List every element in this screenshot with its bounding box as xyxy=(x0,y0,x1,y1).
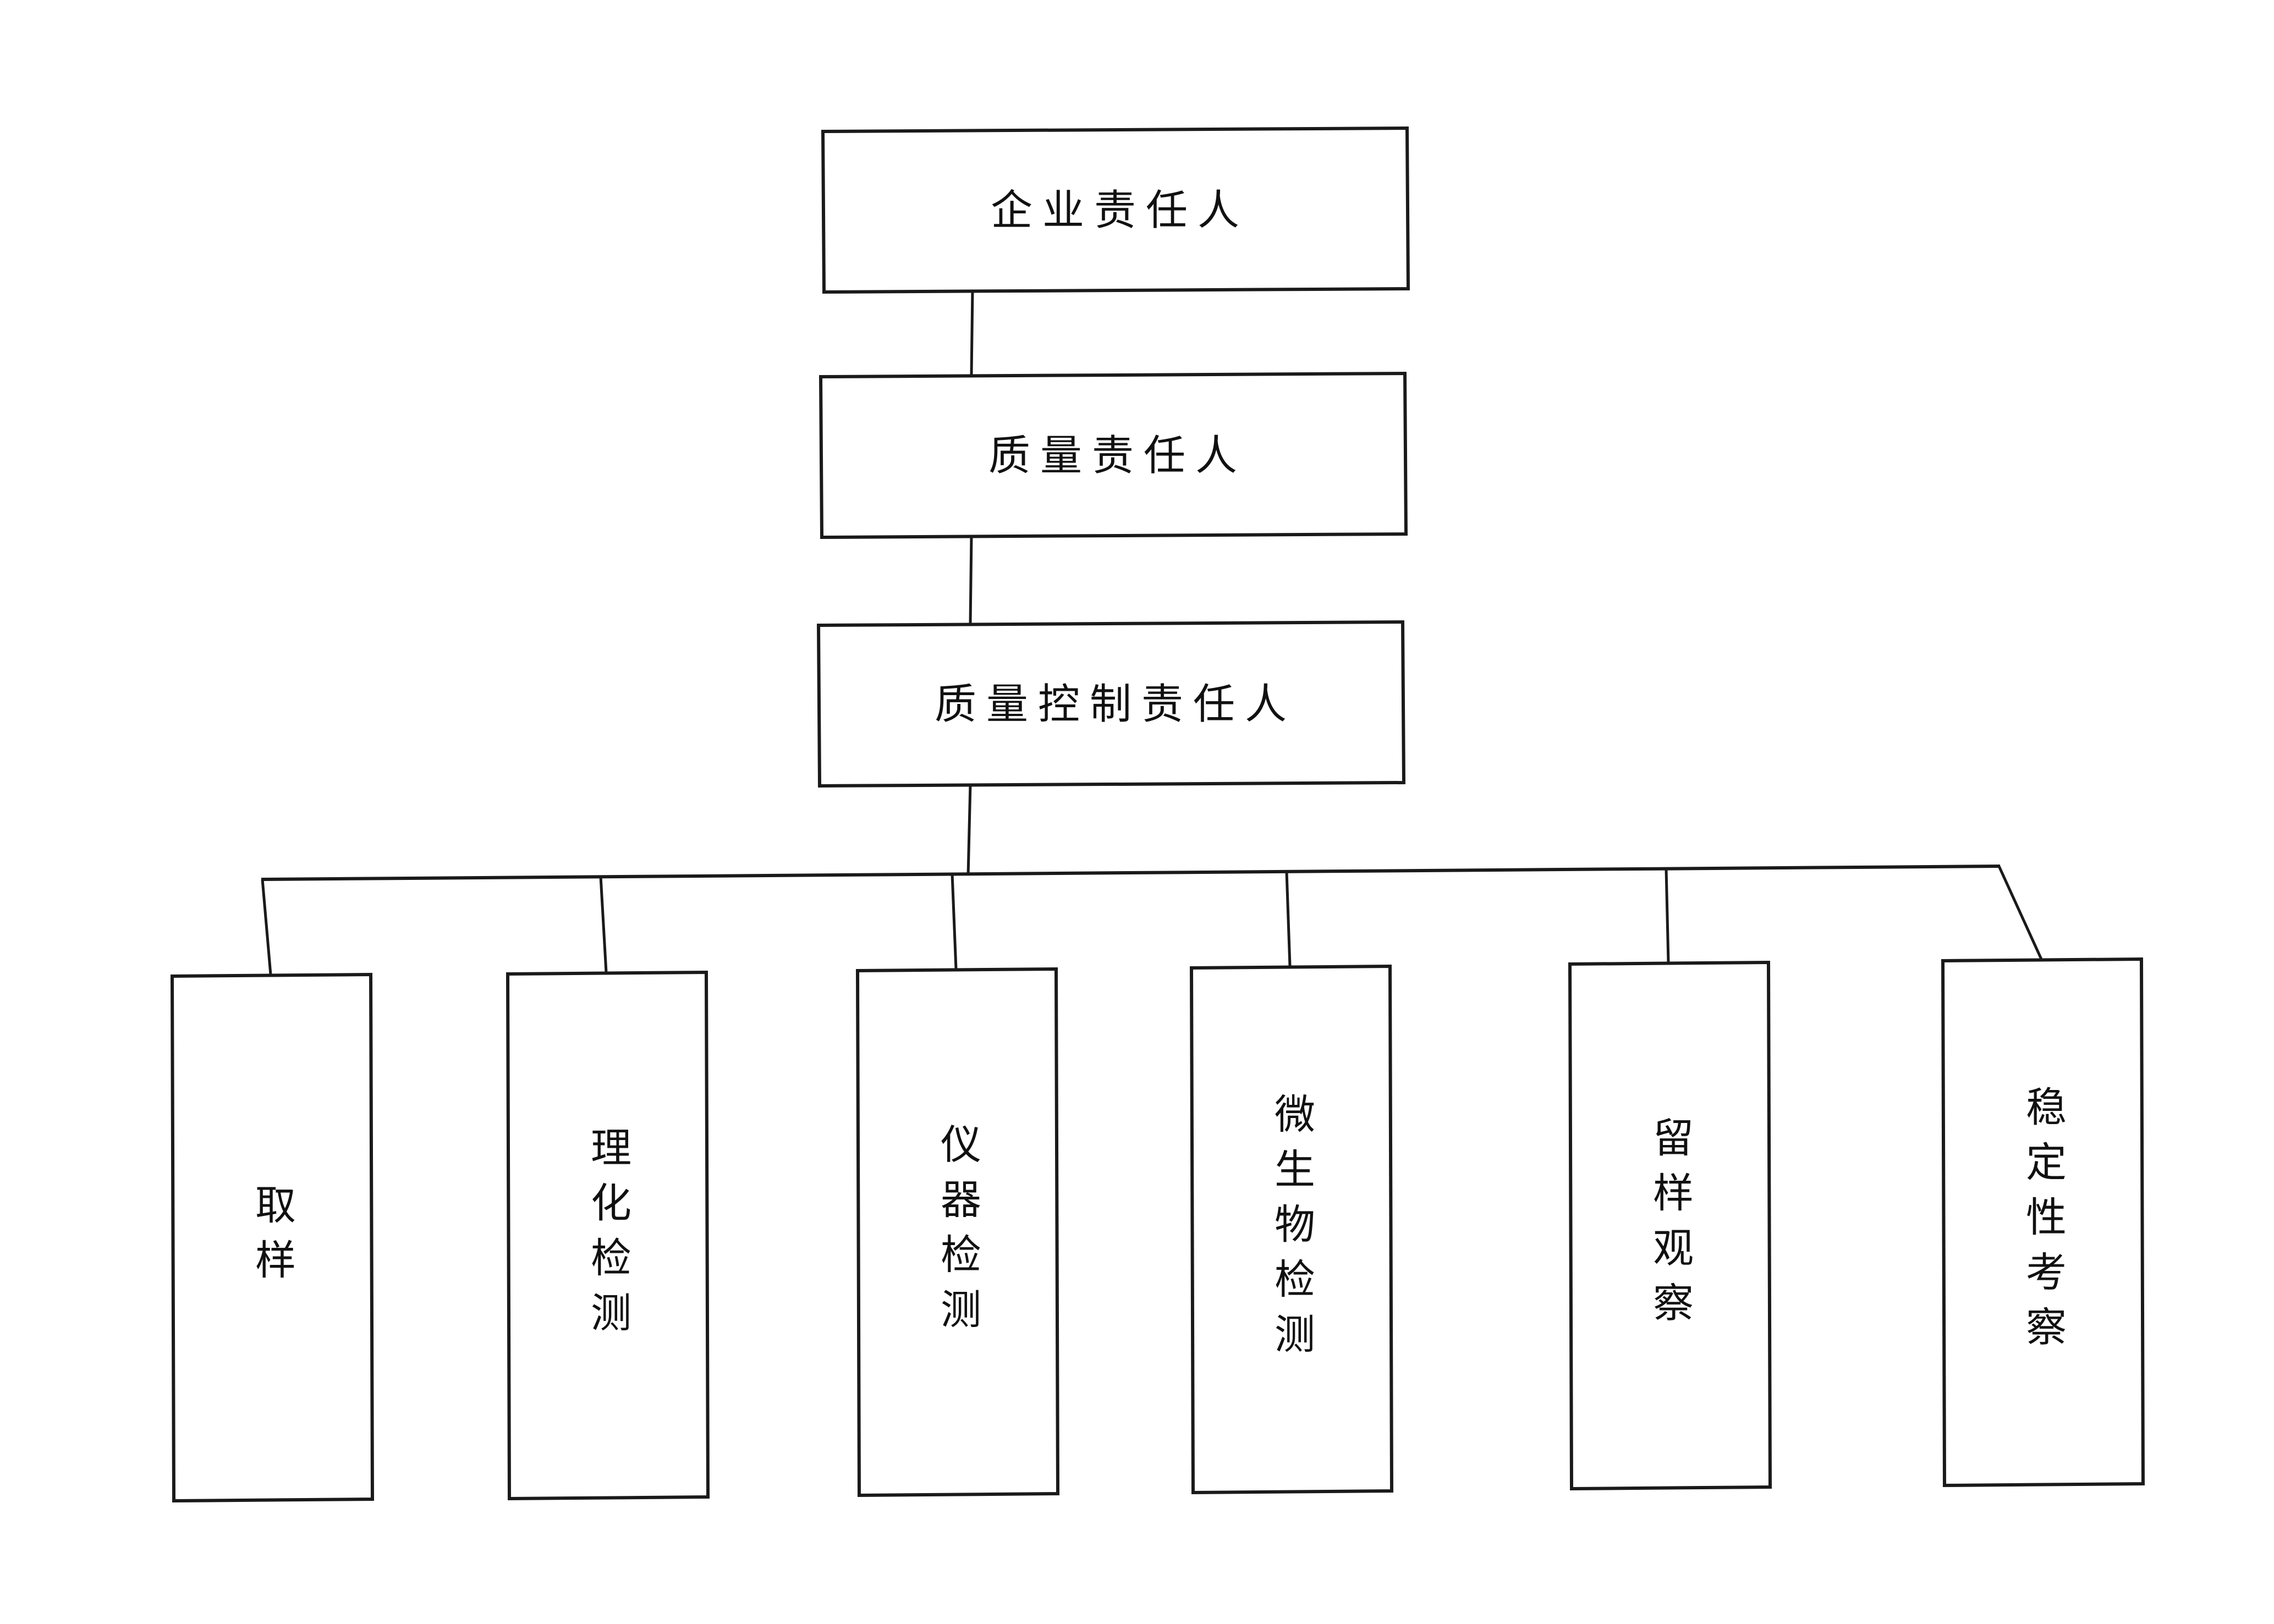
node-quality-manager-label: 质量责任人 xyxy=(988,431,1247,480)
node-enterprise-manager-label: 企业责任人 xyxy=(991,186,1249,235)
node-quality-manager[interactable] xyxy=(819,371,1408,540)
node-quality-manager-box xyxy=(819,371,1408,540)
node-enterprise-manager-box xyxy=(821,126,1410,294)
connector-quality-to-qc xyxy=(969,535,973,624)
node-instrument-testing[interactable] xyxy=(855,967,1060,1498)
connector-enterprise-to-quality xyxy=(970,290,974,376)
connector-bus-to-physicochemical-testing xyxy=(599,876,608,973)
connector-bus-to-microbiological-testing xyxy=(1285,871,1292,967)
connector-bus-to-retained-sample-observation xyxy=(1665,868,1670,963)
node-stability-study-box xyxy=(1941,957,2145,1488)
connector-horizontal-bus xyxy=(261,865,2001,881)
node-microbiological-testing[interactable] xyxy=(1189,964,1394,1495)
node-quality-control-manager[interactable] xyxy=(816,620,1406,788)
connector-bus-to-stability-study xyxy=(1997,865,2043,960)
node-sampling-box xyxy=(170,972,375,1503)
node-sampling[interactable] xyxy=(170,972,375,1503)
node-enterprise-manager[interactable] xyxy=(821,126,1410,294)
node-stability-study[interactable] xyxy=(1941,957,2145,1488)
node-physicochemical-testing[interactable] xyxy=(506,970,710,1501)
node-retained-sample-observation[interactable] xyxy=(1568,960,1772,1491)
node-physicochemical-testing-box xyxy=(506,970,710,1501)
node-quality-control-manager-label: 质量控制责任人 xyxy=(935,680,1297,729)
connector-bus-to-instrument-testing xyxy=(951,873,958,970)
node-retained-sample-observation-box xyxy=(1568,960,1772,1491)
node-quality-control-manager-box xyxy=(816,620,1406,788)
connector-qc-to-bus xyxy=(966,784,972,876)
node-instrument-testing-box xyxy=(855,967,1060,1498)
node-microbiological-testing-box xyxy=(1189,964,1394,1495)
connector-bus-to-sampling xyxy=(261,879,272,975)
